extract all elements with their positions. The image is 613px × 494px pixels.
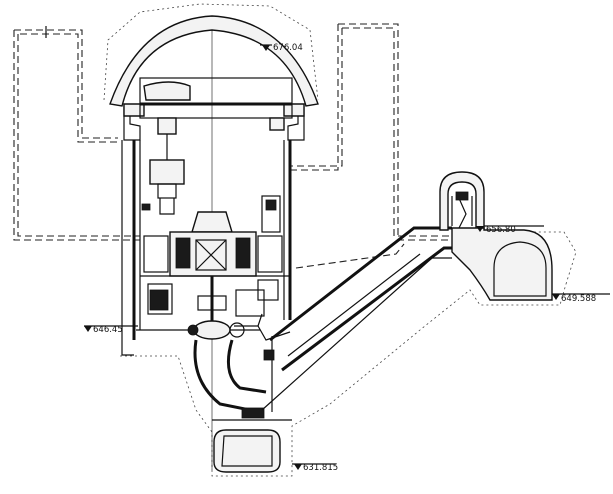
svg-text:646.45: 646.45: [93, 325, 123, 335]
hoisted-rotor: [141, 159, 185, 215]
right-cable-route: [290, 23, 450, 269]
svg-text:676.04: 676.04: [273, 43, 303, 53]
svg-text:649.588: 649.588: [561, 294, 596, 304]
surge-chamber: [439, 171, 485, 231]
draft-tube: [193, 313, 291, 414]
tailrace-gallery: [451, 227, 553, 301]
overhead-crane: [139, 77, 293, 160]
generator: [143, 195, 283, 277]
elevation-marker-tailrace-tunnel: 649.588: [552, 293, 610, 304]
left-cable-route: [13, 26, 140, 241]
elevation-marker-crane-top: 676.04: [260, 43, 303, 53]
svg-text:656.80: 656.80: [486, 225, 516, 235]
elevation-marker-surge-chamber: 656.80: [476, 225, 544, 235]
spiral-case: [187, 320, 260, 340]
svg-text:631.815: 631.815: [303, 463, 338, 473]
lower-gallery: [212, 407, 292, 473]
elevation-marker-draft-bottom: 631.815: [292, 463, 338, 473]
elevation-marker-turbine-axis: 646.45: [84, 325, 138, 335]
rock-outline: [103, 3, 577, 477]
machine-hall-vault: [109, 15, 319, 141]
